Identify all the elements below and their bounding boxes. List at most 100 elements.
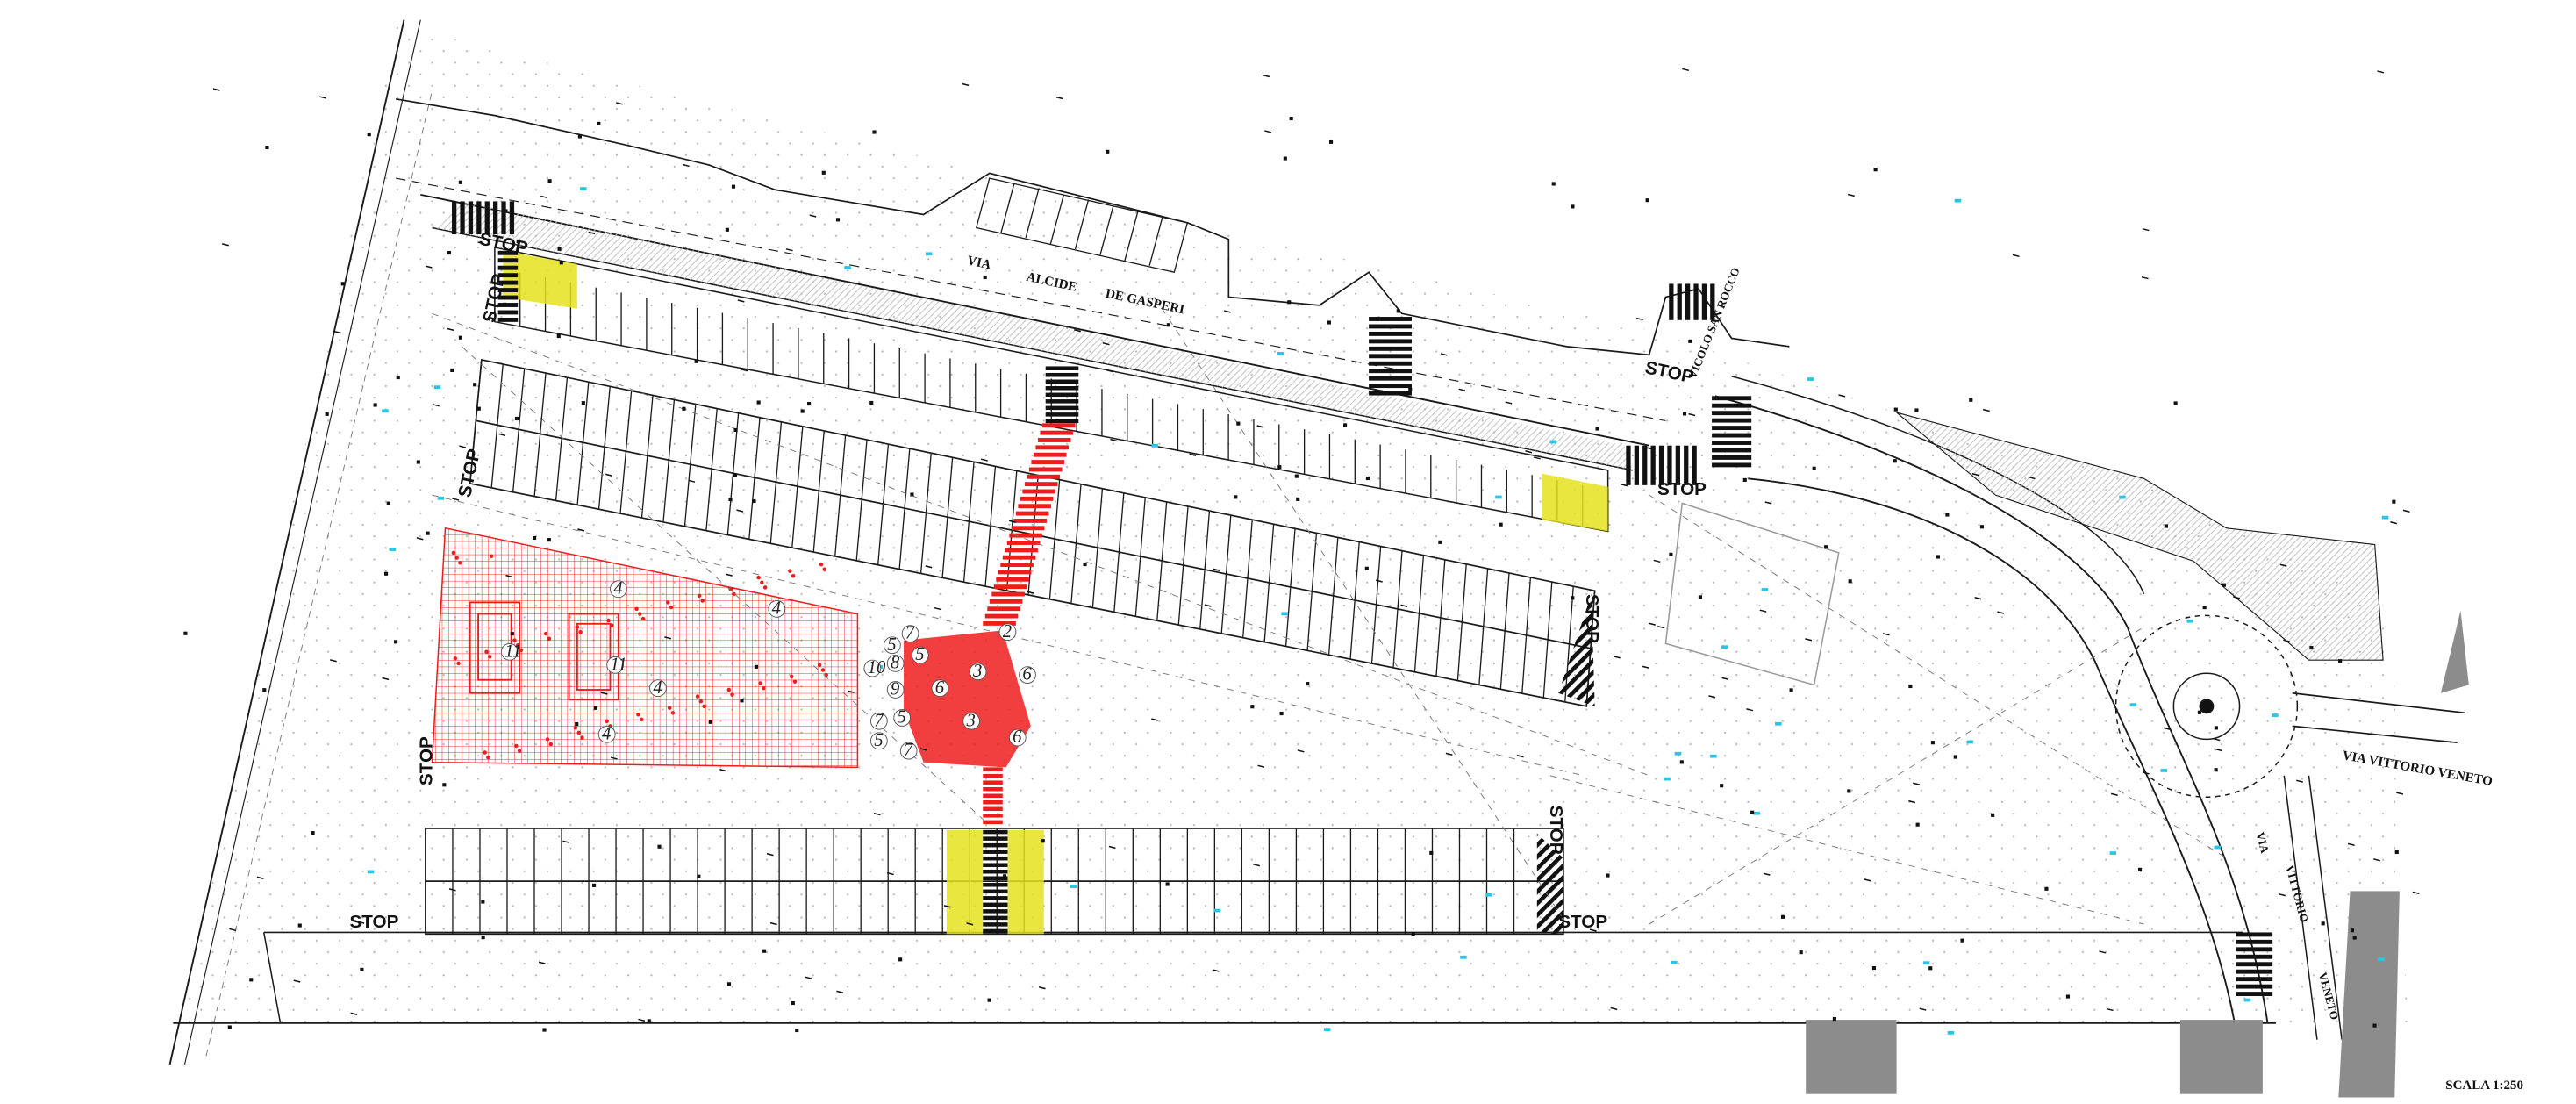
zebra-stripe xyxy=(497,288,519,293)
survey-tick xyxy=(664,636,672,640)
survey-tick xyxy=(1213,568,1220,571)
survey-point xyxy=(2044,886,2049,891)
survey-point xyxy=(1750,810,1755,814)
survey-point-cyan xyxy=(2381,515,2389,520)
survey-point xyxy=(733,427,738,433)
survey-tick xyxy=(2390,521,2398,525)
zebra-stripe xyxy=(2236,954,2273,959)
survey-point-cyan xyxy=(2160,769,2168,772)
survey-tick xyxy=(588,231,596,235)
red-crossing-stripe xyxy=(1018,504,1051,509)
red-crossing-stripe xyxy=(1011,526,1045,531)
survey-tick xyxy=(966,922,974,926)
zebra-stripe xyxy=(1045,386,1079,391)
survey-tick xyxy=(2142,227,2150,232)
survey-tick xyxy=(319,96,326,99)
survey-point xyxy=(1812,466,1816,470)
zebra-stripe xyxy=(497,258,519,263)
red-point xyxy=(458,560,462,565)
zebra-stripe xyxy=(983,836,1008,841)
red-point xyxy=(762,585,768,590)
survey-point xyxy=(227,1025,232,1029)
zebra-stripe xyxy=(1712,426,1752,431)
parking-stalls-top xyxy=(494,267,1609,532)
red-point xyxy=(788,569,792,573)
red-point xyxy=(822,567,827,572)
survey-tick xyxy=(1027,591,1034,594)
zebra-stripe xyxy=(1045,399,1079,404)
parking-stall-line xyxy=(1199,511,1211,629)
survey-point xyxy=(1953,755,1957,759)
red-point xyxy=(732,591,736,597)
red-point xyxy=(700,599,705,603)
survey-point xyxy=(682,406,686,411)
area-number: 5 xyxy=(915,645,924,664)
survey-point-cyan xyxy=(2129,703,2137,707)
red-crossing-stripe xyxy=(1005,548,1038,553)
survey-point xyxy=(1871,965,1877,971)
zebra-stripe xyxy=(1712,441,1752,445)
zebra-stripe xyxy=(1650,445,1656,485)
survey-tick xyxy=(1805,638,1813,642)
survey-point xyxy=(1669,552,1673,556)
scale-label: SCALA 1:250 xyxy=(2445,1079,2523,1093)
survey-point xyxy=(442,783,447,787)
red-point xyxy=(638,612,642,616)
red-crossing-stripe xyxy=(1020,496,1054,501)
parking-stall-line xyxy=(1327,537,1339,656)
area-number-marker xyxy=(931,679,949,698)
zebra-stripe xyxy=(2236,939,2273,944)
survey-point xyxy=(754,664,759,669)
survey-point xyxy=(1848,579,1852,584)
parking-stall-line xyxy=(1478,568,1489,685)
survey-point-cyan xyxy=(1460,955,1467,959)
survey-point xyxy=(795,1028,799,1033)
red-crossing-stripe xyxy=(989,599,1023,604)
survey-point-cyan xyxy=(1954,198,1962,203)
zebra-stripe xyxy=(1369,384,1412,389)
survey-marks xyxy=(183,68,2420,1035)
parking-stall-line xyxy=(1542,582,1553,699)
survey-point xyxy=(1682,412,1687,416)
survey-tick xyxy=(1908,799,1916,804)
survey-point xyxy=(1936,555,1941,559)
parking-stall-line xyxy=(1413,555,1425,672)
red-crossing-stripe xyxy=(996,577,1029,582)
survey-point xyxy=(728,497,733,502)
zebra-stripe xyxy=(1369,331,1412,336)
survey-point-cyan xyxy=(1922,961,1930,965)
survey-point xyxy=(647,1019,651,1023)
zebra-stripe xyxy=(476,201,482,235)
parking-stall-line xyxy=(1349,541,1360,660)
red-point xyxy=(639,717,644,722)
survey-tick xyxy=(1440,353,1448,356)
survey-point xyxy=(1283,156,1287,161)
area-number: 7 xyxy=(874,711,884,730)
area-number-marker xyxy=(884,636,901,655)
survey-tick xyxy=(934,606,941,611)
area-number-marker xyxy=(869,712,888,730)
zebra-stripe xyxy=(1369,376,1412,381)
parking-stall-line xyxy=(533,373,547,497)
survey-tick xyxy=(688,479,696,483)
red-point xyxy=(792,679,798,684)
zebra-stripe xyxy=(484,201,490,235)
survey-point xyxy=(577,134,582,139)
area-number-marker xyxy=(863,659,882,677)
survey-tick xyxy=(1256,425,1264,428)
survey-tick xyxy=(382,677,390,681)
zebra-stripe xyxy=(1712,418,1752,423)
survey-point xyxy=(575,722,579,727)
area-number-marker xyxy=(649,679,667,698)
parking-stall-line xyxy=(962,462,975,583)
zebra-stripe xyxy=(983,896,1008,900)
survey-tick xyxy=(1224,310,1231,313)
red-point xyxy=(517,749,522,753)
survey-tick xyxy=(1974,597,1982,600)
red-crossing-stripe xyxy=(993,584,1027,590)
survey-point xyxy=(807,401,812,406)
zebra-stripe xyxy=(1712,462,1752,468)
survey-point xyxy=(542,1028,547,1032)
survey-point xyxy=(249,978,254,982)
survey-tick xyxy=(943,905,951,908)
